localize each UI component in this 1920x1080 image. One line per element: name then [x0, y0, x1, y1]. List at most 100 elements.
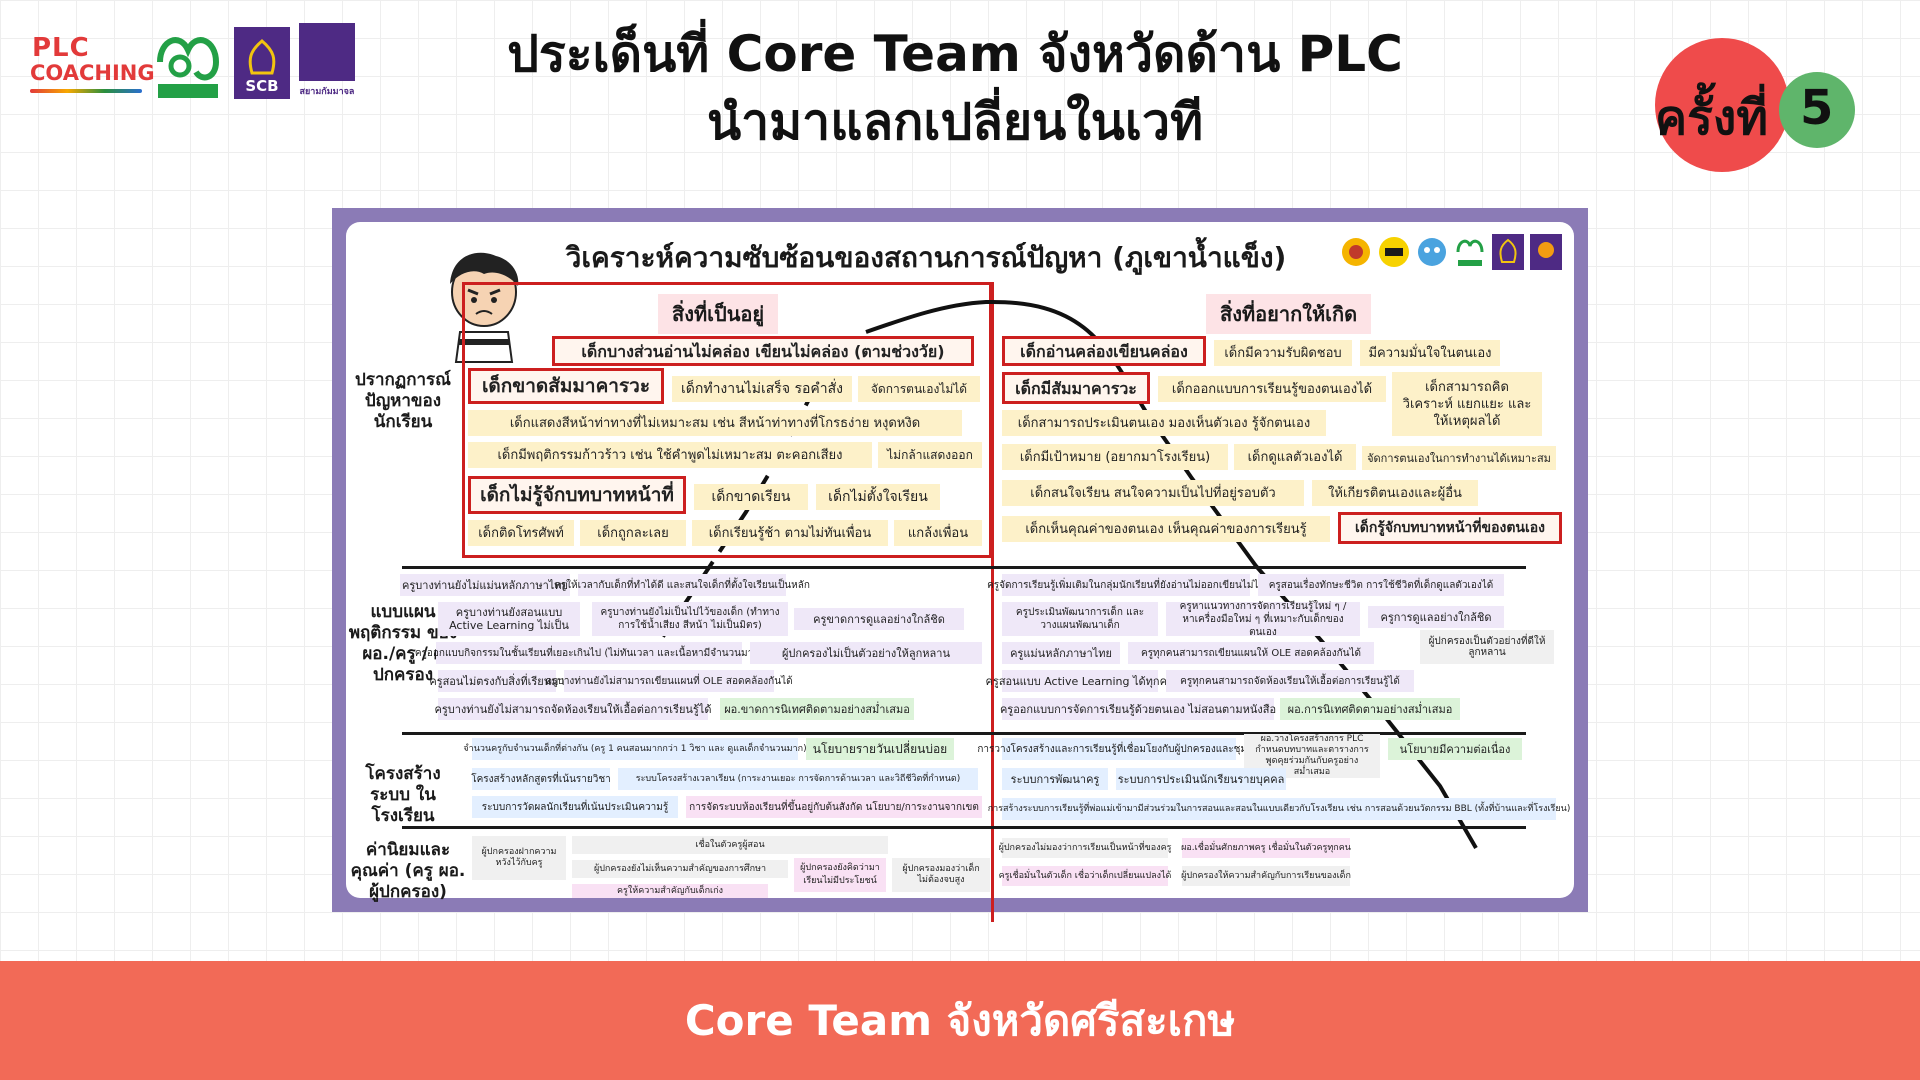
scb-logo-text: SCB	[245, 77, 279, 95]
structure-tag: การจัดระบบห้องเรียนที่ขึ้นอยู่กับต้นสังก…	[686, 796, 982, 818]
behavior-tag: ครูสอนไม่ตรงกับสิ่งที่เรียนมา	[429, 670, 565, 692]
goal-tag: เด็กออกแบบการเรียนรู้ของตนเองได้	[1158, 376, 1386, 402]
goal-tag: ให้เกียรติตนเองและผู้อื่น	[1312, 480, 1478, 506]
behavior-tag: ครูบางท่านยังไม่สามารถเขียนแผนที่ OLE สอ…	[545, 670, 793, 692]
behavior-tag: ครูออกแบบกิจกรรมในชั้นเรียนที่เยอะเกินไป…	[415, 642, 763, 664]
row-label-behavior: แบบแผน พฤติกรรม ของ ผอ./ครู / ผู้ปกครอง	[348, 602, 458, 685]
behavior-goal-tag: ครูประเมินพัฒนาการเด็ก และวางแผนพัฒนาเด็…	[1002, 602, 1158, 636]
footer-text: Core Team จังหวัดศรีสะเกษ	[684, 995, 1236, 1045]
behavior-goal-tag: ครูทุกคนสามารถเขียนแผนให้ OLE สอดคล้องกั…	[1128, 642, 1374, 664]
values-tag: เชื่อในตัวครูผู้สอน	[572, 836, 888, 854]
row-label-phenomena: ปรากฏการณ์ ปัญหาของ นักเรียน	[355, 370, 451, 432]
behavior-goal-tag: ครูแม่นหลักภาษาไทย	[1002, 642, 1120, 664]
behavior-tag: ผอ.ขาดการนิเทศติดตามอย่างสม่ำเสมอ	[720, 698, 914, 720]
structure-goal-tag: ระบบการประเมินนักเรียนรายบุคคล	[1116, 768, 1286, 790]
values-goal-tag: ผู้ปกครองไม่มองว่าการเรียนเป็นหน้าที่ของ…	[999, 838, 1171, 858]
page-title-line1: ประเด็นที่ Core Team จังหวัดด้าน PLC	[507, 25, 1403, 83]
values-tag: ผู้ปกครองยังไม่เห็นความสำคัญของการศึกษา	[572, 860, 788, 878]
badge-green-circle	[1779, 72, 1855, 148]
desired-state-heading: สิ่งที่อยากให้เกิด	[1206, 294, 1372, 334]
behavior-goal-tag: ครูจัดการเรียนรู้เพิ่มเติมในกลุ่มนักเรีย…	[987, 574, 1265, 596]
siam-logo-text: สยามกัมมาจล	[299, 87, 355, 97]
values-tag: ผู้ปกครองฝากความหวังไว้กับครู	[472, 836, 566, 880]
values-tag: ผู้ปกครองมองว่าเด็กไม่ต้องจบสูง	[892, 858, 990, 892]
page-title-line2: นำมาแลกเปลี่ยนในเวที	[706, 93, 1204, 151]
badge-red-circle	[1655, 38, 1789, 172]
round-number: 5	[1800, 80, 1834, 136]
values-goal-tag: ผู้ปกครองให้ความสำคัญกับการเรียนของเด็ก	[1181, 866, 1351, 886]
siam-emblem-icon	[299, 23, 355, 81]
plc-logo-line1: PLC	[32, 33, 90, 63]
issue-tag: เด็กมีพฤติกรรมก้าวร้าว เช่น ใช้คำพูดไม่เ…	[468, 442, 872, 468]
row-label-values: ค่านิยมและคุณค่า (ครู ผอ. ผู้ปกครอง)	[350, 840, 466, 902]
behavior-tag: ครูบางท่านยังไม่แม่นหลักภาษาไทย	[400, 574, 570, 596]
issue-tag: เด็กไม่ตั้งใจเรียน	[816, 484, 940, 510]
issue-tag: เด็กเรียนรู้ช้า ตามไม่ทันเพื่อน	[692, 520, 888, 546]
kids-icon	[1418, 238, 1446, 266]
goal-tag: เด็กเห็นคุณค่าของตนเอง เห็นคุณค่าของการเ…	[1002, 516, 1330, 542]
current-state-heading: สิ่งที่เป็นอยู่	[658, 294, 779, 334]
thaihealth-logo	[157, 37, 220, 98]
goal-tag: เด็กมีความรับผิดชอบ	[1214, 340, 1352, 366]
scb-emblem-icon	[248, 39, 276, 75]
siam-mini-icon	[1530, 234, 1562, 270]
goal-tag: เด็กรู้จักบทบาทหน้าที่ของตนเอง	[1338, 512, 1562, 544]
goal-tag: เด็กสนใจเรียน สนใจความเป็นไปที่อยู่รอบตั…	[1002, 480, 1304, 506]
goal-tag: เด็กสามารถคิด วิเคราะห์ แยกแยะ และ ให้เห…	[1392, 372, 1542, 436]
round-badge: ครั้งที่ 5	[1655, 38, 1860, 178]
values-tag: ครูให้ความสำคัญกับเด็กเก่ง	[572, 884, 768, 898]
behavior-goal-tag: ครูการดูแลอย่างใกล้ชิด	[1368, 606, 1504, 628]
goal-tag: เด็กมีสัมมาคารวะ	[1002, 372, 1150, 404]
behavior-goal-tag: ครูสอนแบบ Active Learning ได้ทุกคน	[986, 670, 1174, 692]
plc-coaching-logo: PLC COACHING	[30, 27, 155, 99]
structure-tag: ระบบการวัดผลนักเรียนที่เน้นประเมินความรู…	[472, 796, 678, 818]
header-logos: PLC COACHING SCB สยามกัมมาจล	[30, 22, 356, 104]
issue-tag: เด็กทำงานไม่เสร็จ รอคำสั่ง	[672, 376, 852, 402]
level-divider-1	[402, 566, 1526, 569]
goal-tag: เด็กอ่านคล่องเขียนคล่อง	[1002, 336, 1206, 366]
level-divider-2	[402, 732, 1526, 735]
plc-logo-line2: COACHING	[30, 61, 155, 85]
structure-tag: จำนวนครูกับจำนวนเด็กที่ต่างกัน (ครู 1 คน…	[463, 738, 807, 760]
issue-tag: เด็กติดโทรศัพท์	[468, 520, 574, 546]
structure-tag: ระบบโครงสร้างเวลาเรียน (การะงานเยอะ การจ…	[618, 768, 978, 790]
behavior-tag: ครูบางท่านยังสอนแบบ Active Learning ไม่เ…	[438, 602, 580, 636]
behavior-tag: ครูบางท่านยังไม่สามารถจัดห้องเรียนให้เอื…	[435, 698, 712, 720]
issue-tag: ไม่กล้าแสดงออก	[878, 442, 982, 468]
behavior-goal-tag: ครูทุกคนสามารถจัดห้องเรียนให้เอื้อต่อการ…	[1166, 670, 1414, 692]
values-goal-tag: ครูเชื่อมั่นในตัวเด็ก เชื่อว่าเด็กเปลี่ย…	[999, 866, 1171, 886]
goal-tag: เด็กดูแลตัวเองได้	[1234, 444, 1356, 470]
values-goal-tag: ผอ.เชื่อมั่นศักยภาพครู เชื่อมั่นในตัวครู…	[1181, 838, 1351, 858]
structure-tag: นโยบายรายวันเปลี่ยนบ่อย	[806, 738, 954, 760]
scb-mini-icon	[1492, 234, 1524, 270]
goal-tag: เด็กมีเป้าหมาย (อยากมาโรงเรียน)	[1002, 444, 1228, 470]
behavior-tag: ครูให้เวลากับเด็กที่ทำได้ดี และสนใจเด็กท…	[554, 574, 810, 596]
row-label-structure: โครงสร้างระบบ ในโรงเรียน	[365, 764, 441, 826]
footer-banner: Core Team จังหวัดศรีสะเกษ	[0, 961, 1920, 1080]
issue-tag: เด็กบางส่วนอ่านไม่คล่อง เขียนไม่คล่อง (ต…	[552, 336, 974, 366]
values-tag: ผู้ปกครองยังคิดว่ามาเรียนไม่มีประโยชน์	[794, 858, 886, 892]
frustrated-student-icon	[450, 252, 519, 363]
behavior-tag: ครูขาดการดูแลอย่างใกล้ชิด	[794, 608, 964, 630]
issue-tag: จัดการตนเองไม่ได้	[858, 376, 980, 402]
plc-logo-bar	[30, 89, 142, 93]
structure-goal-tag: การวางโครงสร้างและการเรียนรู้ที่เชื่อมโย…	[977, 738, 1261, 760]
behavior-tag: ผู้ปกครองไม่เป็นตัวอย่างให้ลูกหลาน	[750, 642, 982, 664]
behavior-tag: ครูบางท่านยังไม่เป็นไปไว้ของเด็ก (ทำทาง …	[592, 602, 788, 636]
obec-emblem-icon	[1342, 238, 1370, 266]
scb-logo: SCB	[234, 27, 290, 99]
goal-tag: เด็กสามารถประเมินตนเอง มองเห็นตัวเอง รู้…	[1002, 410, 1326, 436]
goal-tag: จัดการตนเองในการทำงานได้เหมาะสม	[1362, 446, 1556, 470]
thaihealth-mini-icon	[1456, 239, 1484, 266]
goal-tag: มีความมั่นใจในตนเอง	[1360, 340, 1500, 366]
issue-tag: เด็กถูกละเลย	[580, 520, 686, 546]
issue-tag: แกล้งเพื่อน	[894, 520, 982, 546]
issue-tag: เด็กไม่รู้จักบทบาทหน้าที่	[468, 476, 686, 514]
issue-tag: เด็กขาดสัมมาคารวะ	[468, 368, 664, 404]
page-title: ประเด็นที่ Core Team จังหวัดด้าน PLC นำม…	[360, 20, 1550, 156]
iceberg-analysis-slide: วิเคราะห์ความซับซ้อนของสถานการณ์ปัญหา (ภ…	[332, 208, 1588, 922]
bbl-core-team-icon	[1379, 237, 1409, 267]
slide-title: วิเคราะห์ความซับซ้อนของสถานการณ์ปัญหา (ภ…	[565, 241, 1287, 274]
structure-goal-tag: นโยบายมีความต่อเนื่อง	[1388, 738, 1522, 760]
behavior-goal-tag: ผู้ปกครองเป็นตัวอย่างที่ดีให้ลูกหลาน	[1420, 630, 1554, 664]
